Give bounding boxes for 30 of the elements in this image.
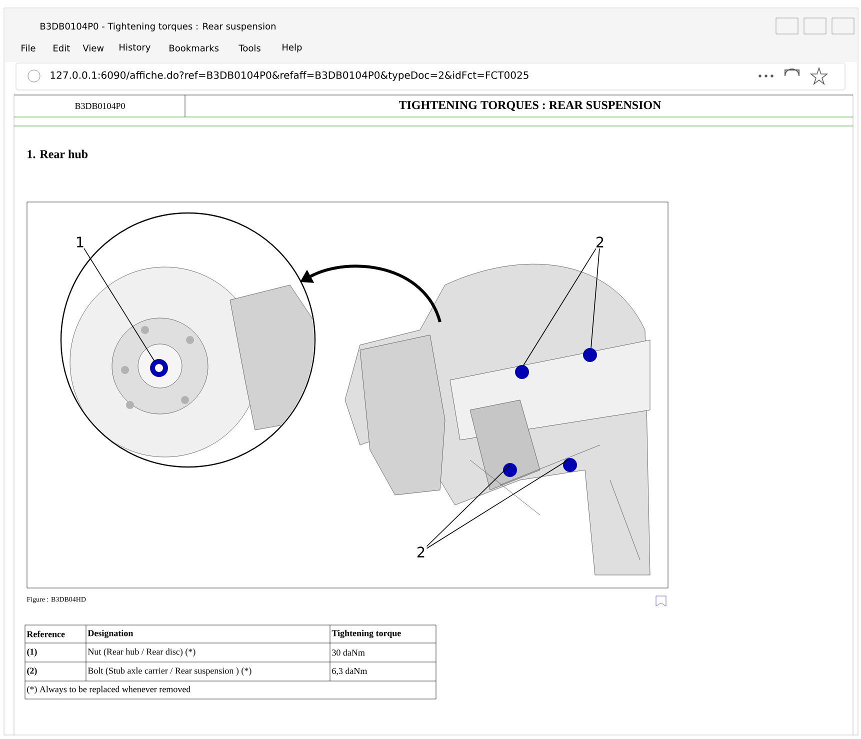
leader-line xyxy=(84,248,156,362)
page-heading: TIGHTENING TORQUES : REAR SUSPENSION xyxy=(398,101,662,111)
table-cell: Tightening torque xyxy=(332,630,401,638)
table-cell: (1) xyxy=(27,648,37,657)
leader-line xyxy=(426,460,568,549)
menu-item: Bookmarks xyxy=(170,44,219,52)
menu-item: History xyxy=(120,44,150,52)
table-cell: Bolt (Stub axle carrier / Rear suspension ) (*) xyxy=(88,667,252,676)
table-cell: Designation xyxy=(88,630,134,638)
table-cell: (*) Always to be replaced whenever removed xyxy=(27,686,191,694)
document-code: B3DB0104P0 xyxy=(75,102,125,110)
menu-item: File xyxy=(22,44,36,52)
menu-item: Tools xyxy=(238,44,260,52)
menu-item: Help xyxy=(282,44,302,52)
table-cell: 30 daNm xyxy=(332,649,365,656)
leader-line xyxy=(522,248,596,366)
leader-line xyxy=(590,248,600,348)
callout-number: 2 xyxy=(417,546,424,558)
table-cell: Nut (Rear hub / Rear disc) (*) xyxy=(88,648,196,657)
window-title: B3DB0104P0 - Tightening torques : Rear suspension xyxy=(40,22,276,32)
table-cell: Reference xyxy=(26,630,65,638)
section-heading: 1. Rear hub xyxy=(28,150,88,158)
menu-item: Edit xyxy=(54,44,70,52)
leader-line xyxy=(426,464,510,547)
table-cell: (2) xyxy=(27,667,37,676)
callout-number: 1 xyxy=(77,236,84,248)
url-text: 127.0.0.1:6090/affiche.do?ref=B3DB0104P0&refaff=B3DB0104P0&typeDoc=2&idFct=FCT0025 xyxy=(50,71,528,81)
callout-number: 2 xyxy=(596,236,604,248)
table-cell: 6,3 daNm xyxy=(332,668,368,676)
menu-item: View xyxy=(82,44,104,52)
